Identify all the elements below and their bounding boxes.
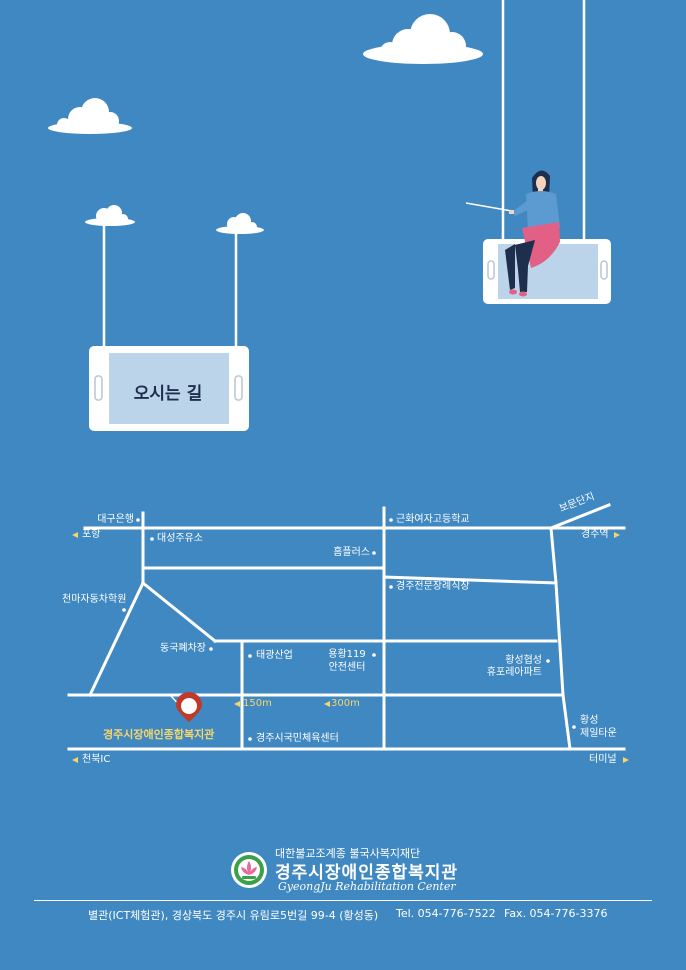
label-gyeongju-station: 경주역 [581, 529, 609, 540]
label-cheonma: 천마자동차학원 [62, 594, 127, 605]
label-daegu-bank: 대구은행 [97, 514, 134, 525]
cloud-left [48, 98, 132, 134]
cloud-top-right [363, 14, 483, 64]
location-pin-icon [169, 692, 202, 722]
footer-divider [34, 900, 652, 901]
label-geunhwa-school: 근화여자고등학교 [396, 514, 470, 525]
label-cheonbuk-ic: 천북IC [82, 754, 111, 765]
footer-english-name: GyeongJu Rehabilitation Center [278, 880, 456, 893]
footer-org: 대한불교조계종 불국사복지재단 [275, 847, 421, 860]
label-pohang: 포항 [82, 529, 101, 540]
illustration [48, 0, 611, 431]
label-yonghwang-119-line2: 안전센터 [328, 662, 366, 673]
label-daesung-oil: 대성주유소 [157, 533, 203, 544]
page-title: 오시는 길 [133, 384, 203, 404]
label-yonghwang-119-line1: 용황119 [328, 649, 366, 660]
label-hwangseong-apt-line2: 휴포레아파트 [486, 667, 542, 678]
label-taegwang: 태광산업 [256, 650, 293, 661]
label-gym: 경주시국민체육센터 [256, 733, 339, 744]
label-hwangseong-apt-line1: 황성협성 [505, 655, 542, 666]
label-distance-150: 150m [243, 698, 272, 709]
label-dongguk: 동국폐차장 [160, 643, 206, 654]
label-distance-300: 300m [331, 698, 360, 709]
footer-tel: Tel. 054-776-7522 [396, 907, 496, 920]
footer-fax: Fax. 054-776-3376 [504, 907, 608, 920]
label-hwangseong-town-line1: 황성 [580, 715, 599, 726]
cloud-small-1 [85, 205, 135, 226]
label-hwangseong-town-line2: 제일타운 [580, 728, 617, 739]
footer-address: 별관(ICT체험관), 경상북도 경주시 유림로5번길 99-4 (황성동) [88, 909, 379, 922]
title-phone [89, 346, 249, 431]
label-homeplus: 홈플러스 [333, 547, 370, 558]
label-terminal: 터미널 [589, 754, 617, 765]
lotus-logo-icon [231, 852, 267, 888]
footer-name: 경주시장애인종합복지관 [275, 863, 459, 883]
label-center-name: 경주시장애인종합복지관 [103, 728, 215, 741]
label-funeral-hall: 경주전문장례식장 [396, 581, 470, 592]
cloud-small-2 [216, 213, 264, 234]
woman-figure [465, 170, 560, 297]
